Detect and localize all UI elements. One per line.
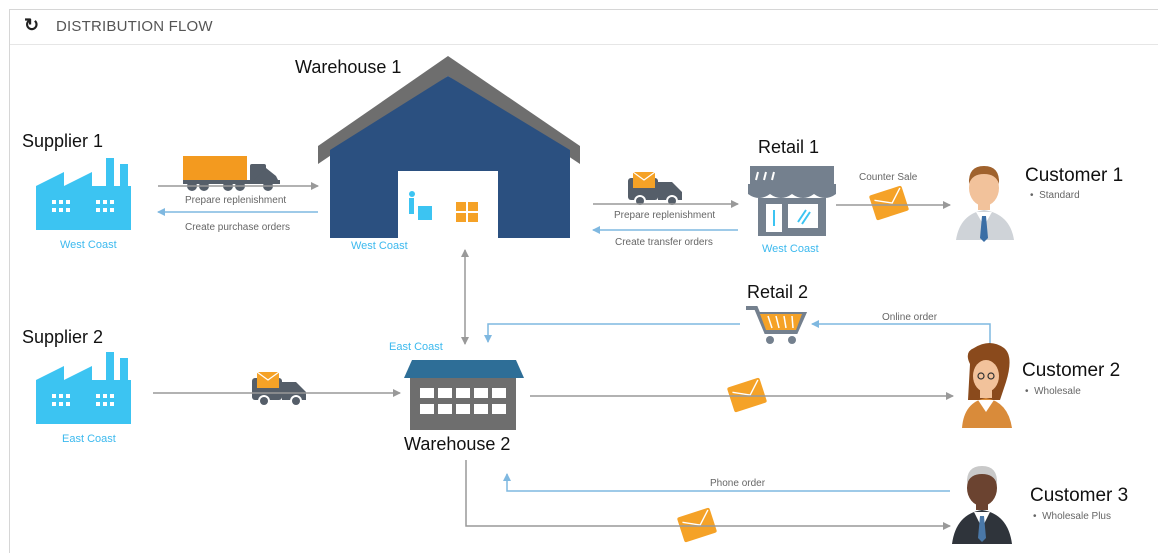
supplier1-factory-icon [36,158,131,230]
panel-header: ↻ DISTRIBUTION FLOW [10,10,1158,45]
customer1-type: • Standard [1030,190,1080,201]
supplier1-location: West Coast [60,239,117,251]
flow-label: Counter Sale [859,172,918,183]
retail1-location: West Coast [762,243,819,255]
customer1-avatar-icon [956,166,1014,242]
customer1-title: Customer 1 [1025,165,1124,186]
supplier2-factory-icon [36,352,131,424]
supplier1-title: Supplier 1 [22,131,104,151]
flow-arrow [811,320,991,352]
customer3-title: Customer 3 [1030,485,1129,506]
package-icon [868,184,910,222]
warehouse2-building-icon [404,360,524,430]
customer2-avatar-icon [962,343,1012,428]
package-icon [676,506,718,544]
flow-label: Phone order [710,478,766,489]
supplier2-title: Supplier 2 [22,327,104,347]
flow-arrow [503,473,950,492]
flow-label: Online order [882,312,938,323]
warehouse2-location: East Coast [389,341,443,353]
panel-title: DISTRIBUTION FLOW [56,18,213,35]
supplier2-location: East Coast [62,433,116,445]
warehouse1-location: West Coast [351,240,408,252]
retail1-store-icon [748,166,836,236]
customer3-avatar-icon [952,466,1012,544]
refresh-icon[interactable]: ↻ [24,15,40,35]
panel-frame [9,9,1158,553]
flow-label: Prepare replenishment [185,195,287,206]
delivery-van-icon [627,171,683,208]
retail1-title: Retail 1 [758,137,820,157]
warehouse1-building-icon [318,56,580,238]
retail2-cart-icon [746,306,808,344]
package-icon [726,376,768,414]
customer2-title: Customer 2 [1022,360,1121,381]
warehouse2-title: Warehouse 2 [404,434,511,454]
customer2-type: • Wholesale [1025,386,1081,397]
flow-arrow [465,460,951,530]
flow-label: Prepare replenishment [614,210,716,221]
delivery-van-icon [251,371,307,408]
flow-label: Create purchase orders [185,222,291,233]
flow-arrow [484,323,740,343]
warehouse1-title: Warehouse 1 [295,57,402,77]
retail2-title: Retail 2 [747,282,809,302]
customer3-type: • Wholesale Plus [1033,511,1111,522]
flow-label: Create transfer orders [615,237,713,248]
truck-icon [183,156,280,191]
